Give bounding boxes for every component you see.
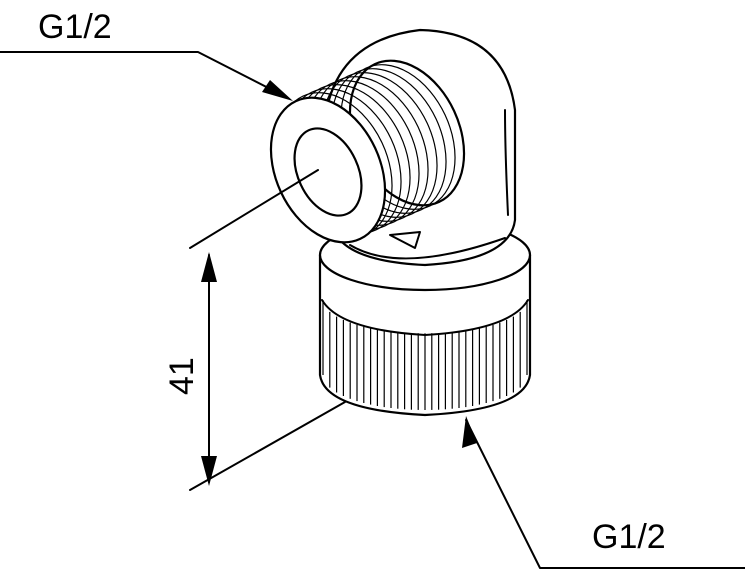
top-thread-label: G1/2 <box>38 8 112 46</box>
bottom-thread-leader <box>462 416 745 569</box>
knurl-ridges <box>322 300 528 410</box>
top-thread-spigot <box>269 59 466 249</box>
height-dimension-label: 41 <box>163 357 201 395</box>
height-dimension <box>189 169 346 491</box>
bottom-thread-label: G1/2 <box>592 518 666 556</box>
top-thread-leader <box>0 51 293 101</box>
